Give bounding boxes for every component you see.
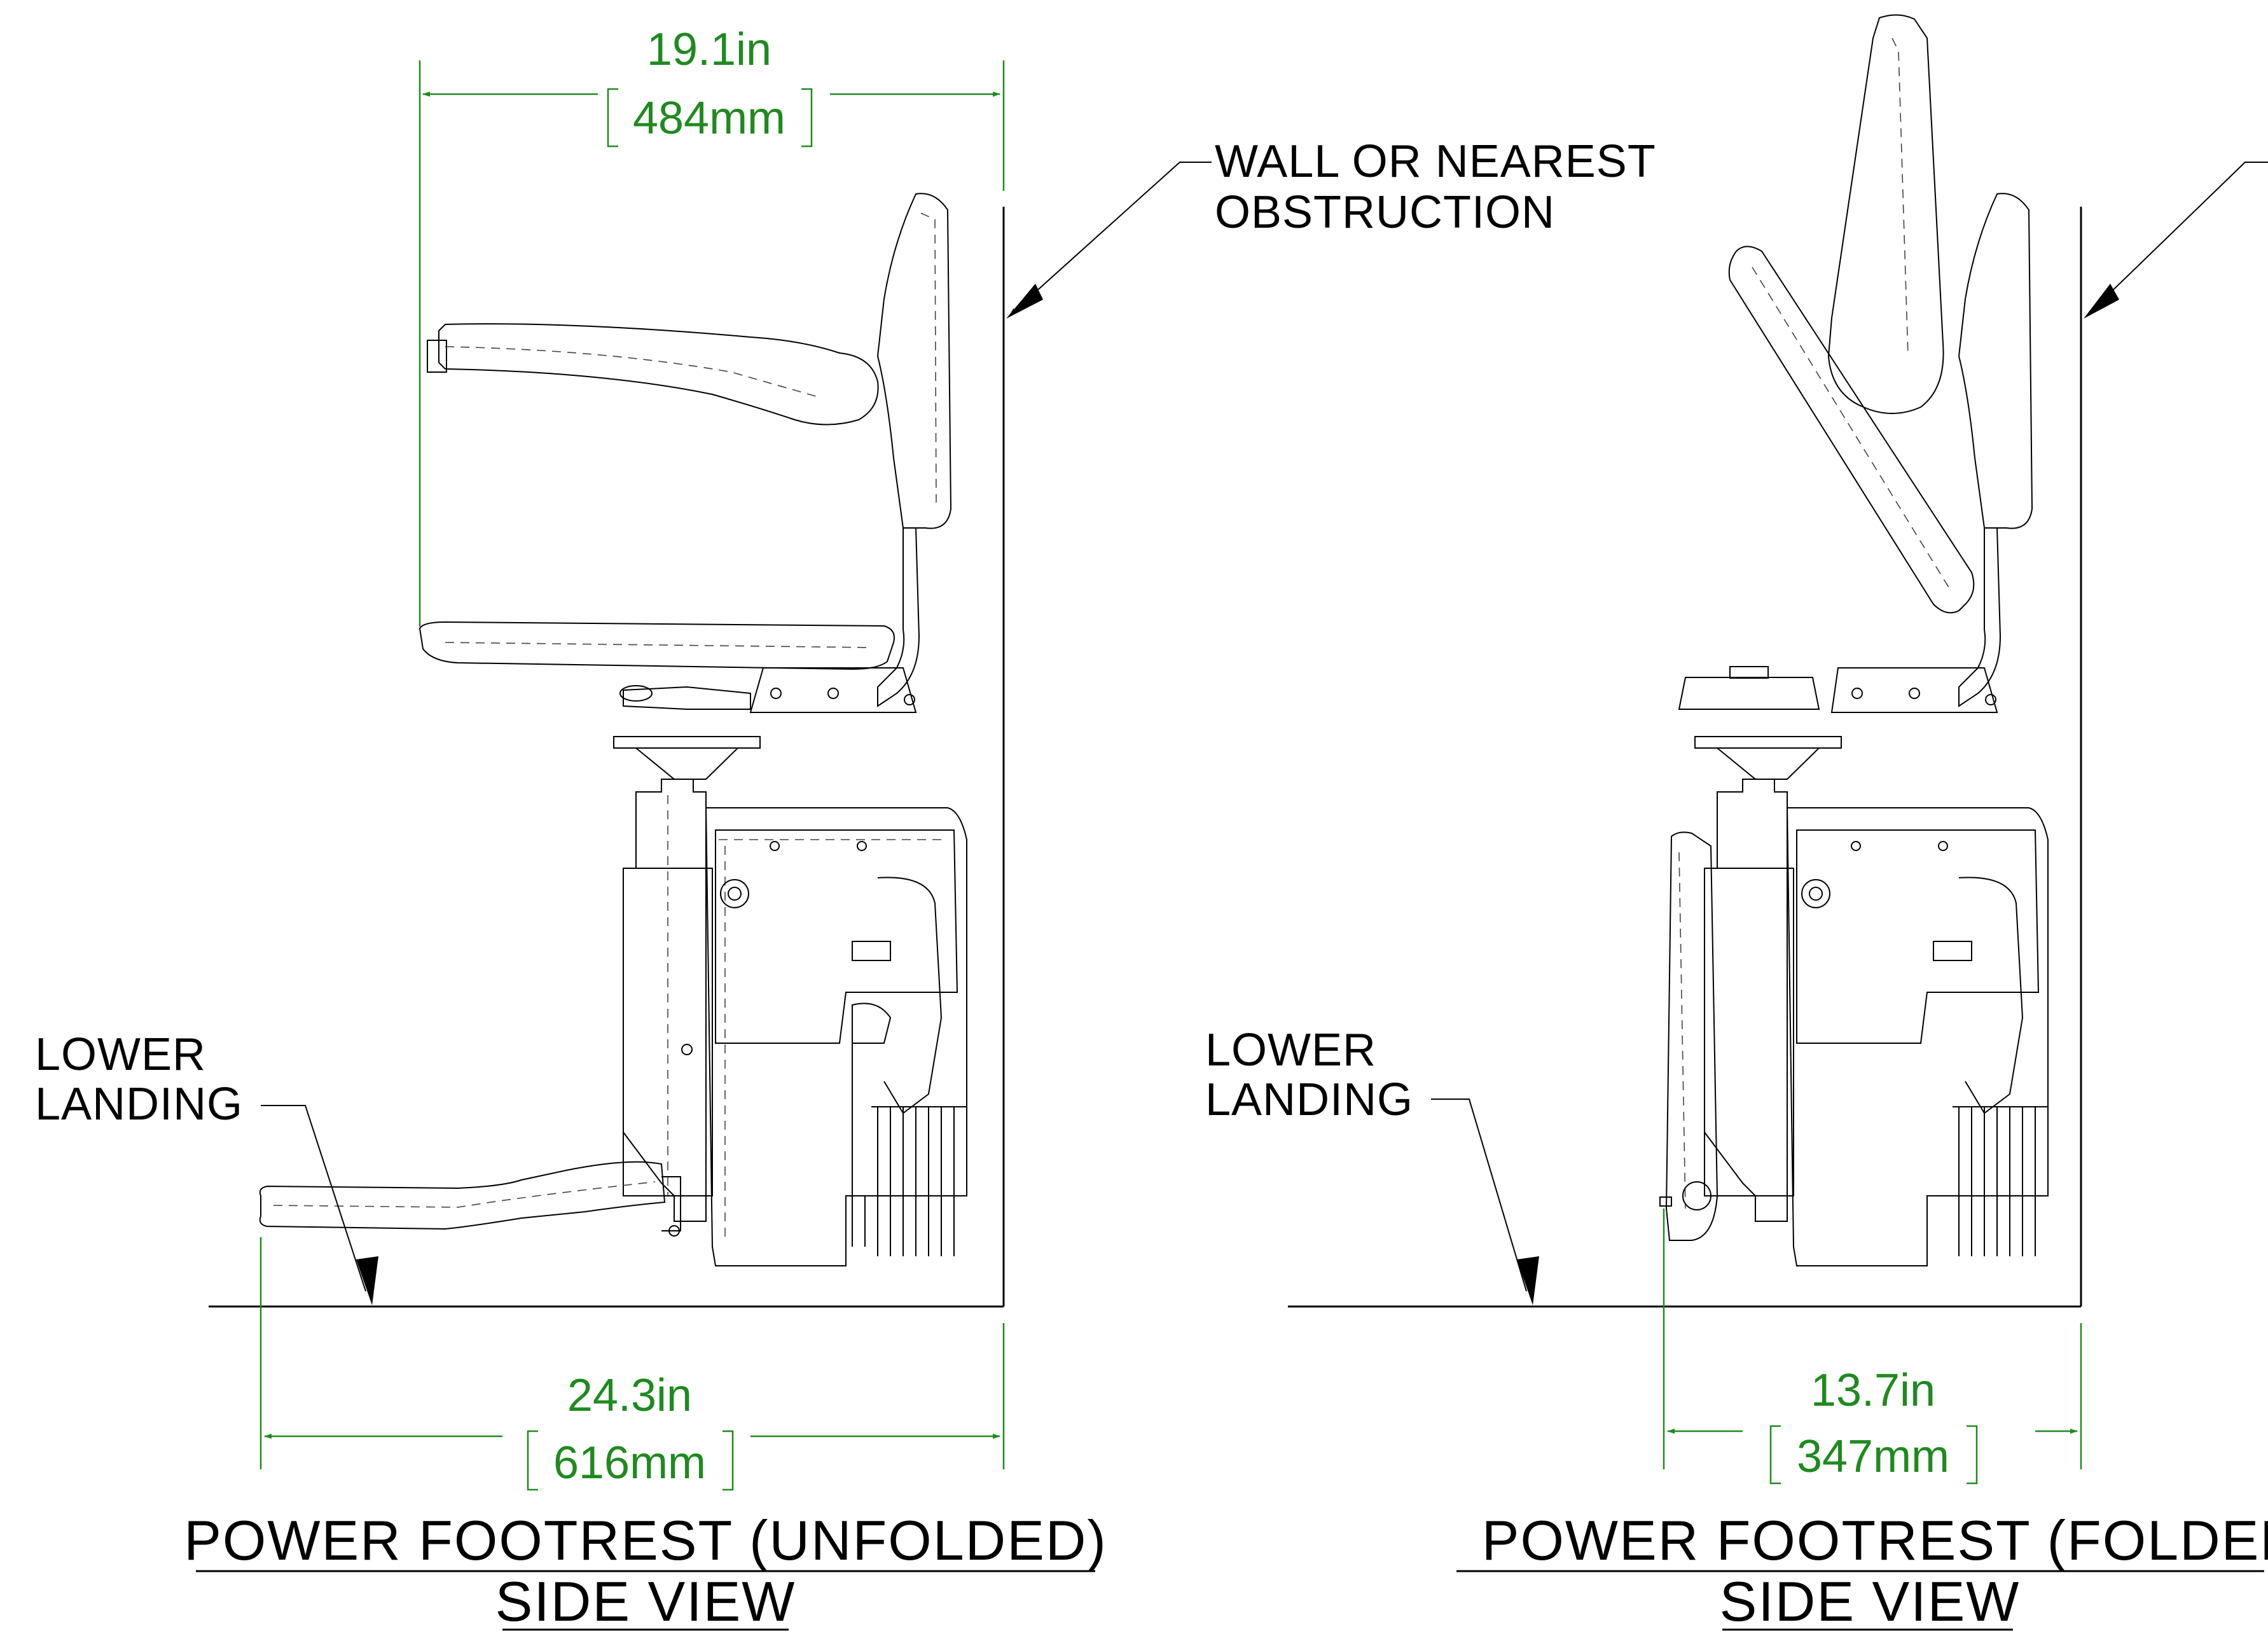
unfolded-depth-metric: 616mm (553, 1438, 706, 1488)
swivel-lever (623, 686, 751, 710)
folded-view: LOWER LANDING 13.7in 347mm POWER FOOTRES… (1205, 14, 2268, 1633)
unfolded-view-subtitle: SIDE VIEW (495, 1570, 796, 1633)
seat-post (877, 527, 920, 707)
seat-width-dimension: 19.1in 484mm (418, 24, 1005, 627)
wall-label-line2: OBSTRUCTION (1215, 187, 1555, 238)
unfolded-view: 19.1in 484mm (35, 24, 1656, 1633)
folded-depth-imperial: 13.7in (1811, 1365, 1935, 1416)
unfolded-depth-imperial: 24.3in (567, 1370, 692, 1421)
lower-landing-right-group: LOWER LANDING (1205, 1025, 1539, 1305)
folded-view-subtitle: SIDE VIEW (1720, 1570, 2021, 1633)
lower-landing-left-group: LOWER LANDING (35, 1029, 378, 1305)
folded-view-title: POWER FOOTREST (FOLDED) (1482, 1509, 2268, 1572)
stairlift-folded (1659, 14, 2049, 1266)
seat-width-imperial: 19.1in (647, 24, 771, 75)
footrest-unfolded (259, 1161, 666, 1230)
folded-depth-dimension: 13.7in 347mm (1663, 1209, 2082, 1485)
mast (623, 779, 707, 1222)
armrest-raised (1827, 14, 1944, 414)
unfolded-view-title: POWER FOOTREST (UNFOLDED) (184, 1509, 1107, 1572)
rail-rack-right (1953, 1106, 2048, 1256)
stairlift-unfolded (259, 193, 967, 1266)
seat-width-metric: 484mm (633, 93, 785, 144)
wall-label-group: WALL OR NEAREST OBSTRUCTION (1006, 136, 1656, 319)
backrest-folded (1958, 193, 2033, 529)
unfolded-depth-dimension: 24.3in 616mm (259, 1237, 1005, 1491)
folded-title-group: POWER FOOTREST (FOLDED) SIDE VIEW (1456, 1509, 2268, 1633)
footrest-folded (1665, 831, 1718, 1241)
lower-landing-left-line2: LANDING (35, 1079, 243, 1130)
carriage-body (705, 807, 967, 1266)
seat-raised (1728, 246, 1975, 614)
wall-label-line1: WALL OR NEAREST (1215, 136, 1656, 187)
folded-depth-metric: 347mm (1797, 1431, 1949, 1482)
unfolded-title-group: POWER FOOTREST (UNFOLDED) SIDE VIEW (184, 1509, 1107, 1633)
lower-landing-left-line1: LOWER (35, 1029, 206, 1080)
armrest (438, 323, 879, 426)
carriage-body-folded (1786, 807, 2049, 1266)
lower-landing-right-line2: LANDING (1205, 1074, 1413, 1125)
seat-cushion (418, 621, 895, 670)
lower-landing-right-line1: LOWER (1205, 1025, 1376, 1076)
backrest (876, 193, 952, 529)
rail-rack-left (871, 1106, 967, 1256)
